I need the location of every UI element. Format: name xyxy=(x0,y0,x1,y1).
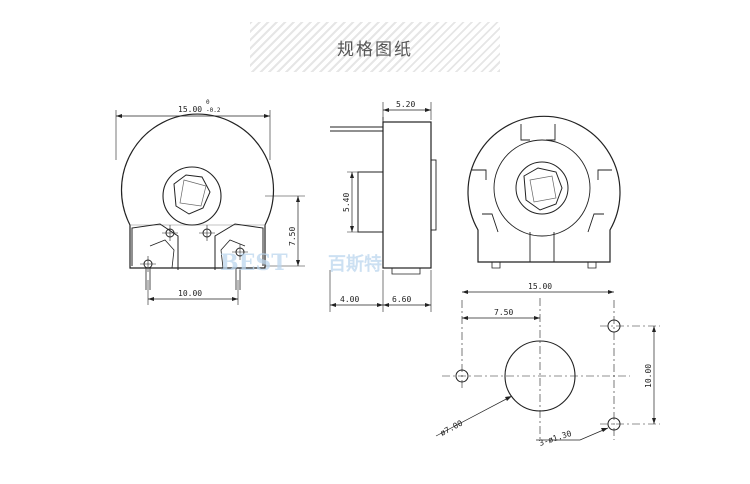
watermark-latin: BEST xyxy=(220,250,288,276)
front-view xyxy=(115,110,305,305)
pcb-width-label: 15.00 xyxy=(528,282,552,291)
rear-view xyxy=(467,115,621,269)
side-top-label: 5.20 xyxy=(396,100,415,109)
side-shaft-label: 5.40 xyxy=(342,193,351,212)
pcb-pin-hole-label: 3-ø1.30 xyxy=(538,429,573,448)
title-banner: 规格图纸 xyxy=(250,22,500,72)
banner-title: 规格图纸 xyxy=(337,39,413,60)
front-width-label: 15.00 xyxy=(178,105,202,114)
side-left-label: 4.00 xyxy=(340,295,359,304)
side-right-label: 6.60 xyxy=(392,295,411,304)
pcb-height-label: 10.00 xyxy=(644,364,653,388)
watermark-chinese: 百斯特 xyxy=(328,253,382,275)
pcb-layout xyxy=(435,290,660,441)
front-pin-spacing-label: 10.00 xyxy=(178,289,202,298)
pcb-offset-label: 7.50 xyxy=(494,308,513,317)
pcb-hole-label: ø7.00 xyxy=(439,418,465,437)
front-tol-upper: 0 xyxy=(206,99,210,106)
front-tol-lower: -0.2 xyxy=(206,107,221,114)
side-view xyxy=(329,102,437,312)
front-height-label: 7.50 xyxy=(288,227,297,246)
